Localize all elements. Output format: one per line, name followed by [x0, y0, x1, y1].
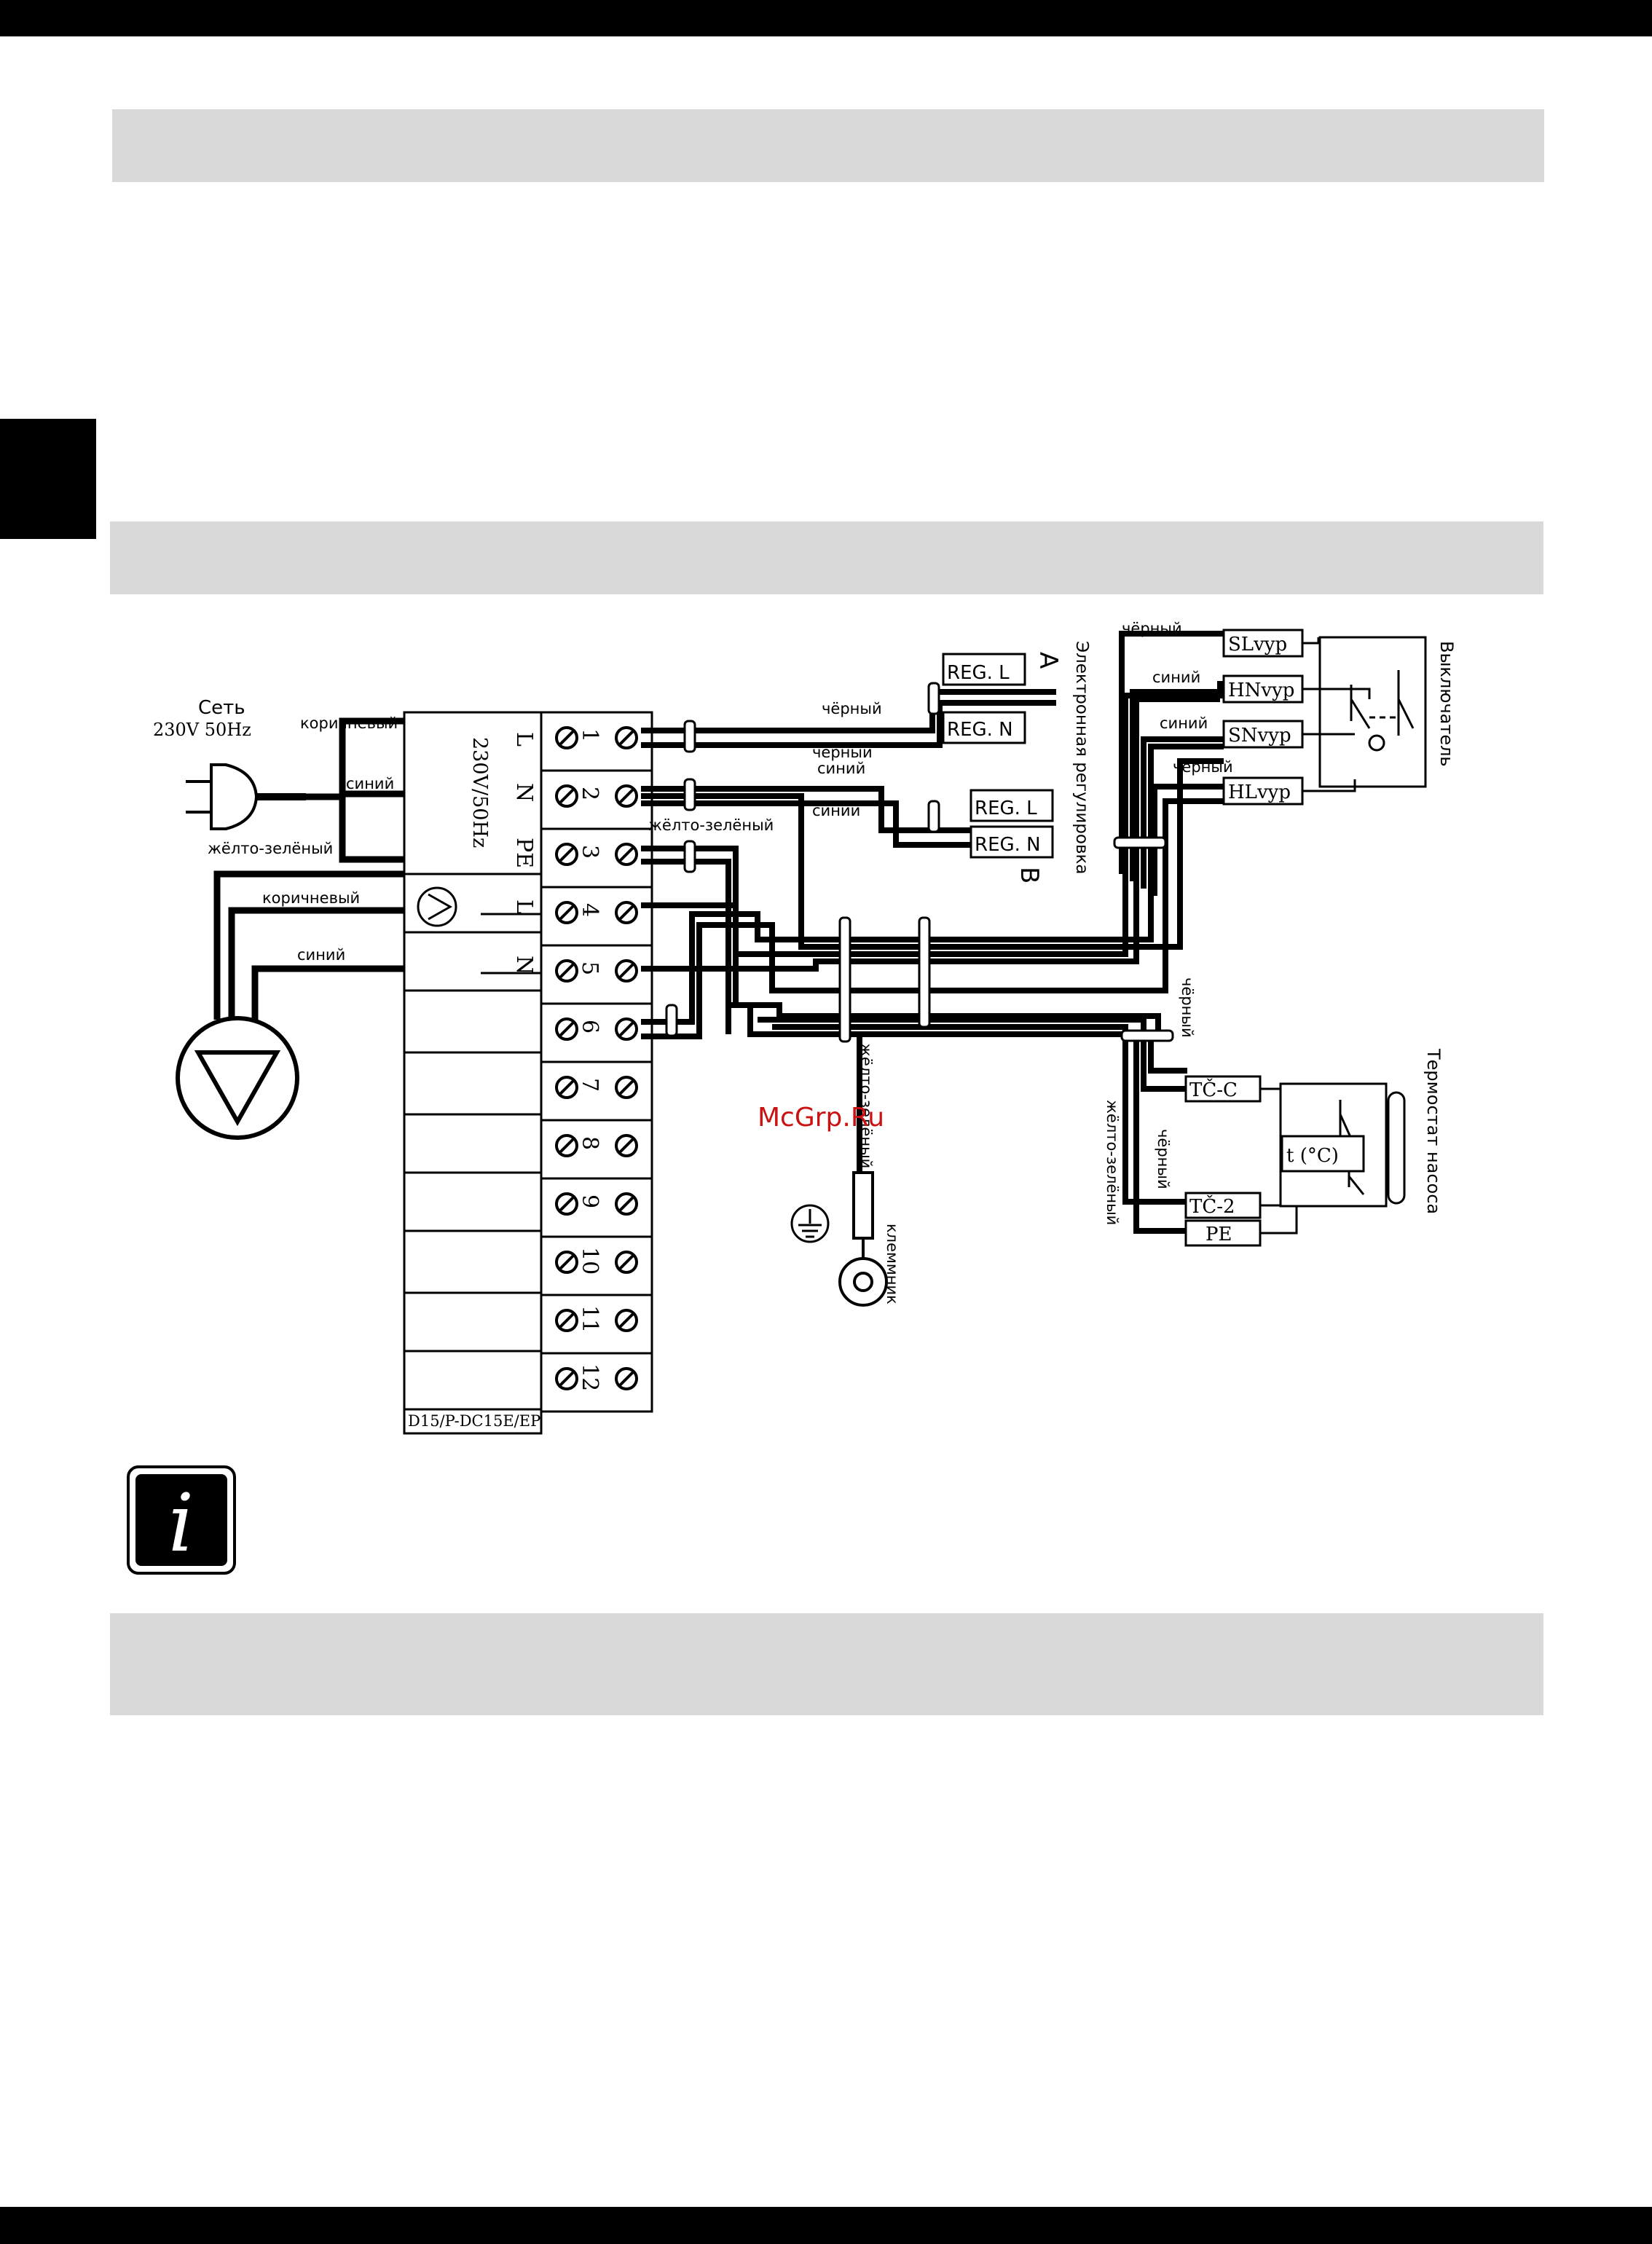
header-band-3: [110, 1613, 1543, 1715]
terminal-label-PE: PE: [511, 838, 537, 868]
terminal-8: 8: [577, 1136, 602, 1150]
terminal-1: 1: [577, 728, 602, 742]
ground-symbol-icon: [790, 1204, 830, 1243]
bottom-black-bar: [0, 2207, 1652, 2244]
header-band-2: [110, 521, 1543, 594]
hn-vyp: HNvyp: [1228, 680, 1294, 701]
thermostat-block: [1184, 1075, 1406, 1247]
side-tab: [0, 419, 96, 539]
mains-title: Сеть: [198, 697, 245, 719]
terminal-9: 9: [577, 1194, 602, 1208]
pump-thermostat-label: Термостат насоса: [1423, 1048, 1444, 1214]
thermostat-symbol: t (°C): [1286, 1145, 1339, 1167]
label-black-b: чёрный: [812, 744, 873, 761]
reg-l-b: REG. L: [975, 798, 1037, 819]
terminal-3: 3: [577, 845, 602, 859]
label-blue-2: синий: [297, 946, 345, 964]
label-black-a: чёрный: [822, 700, 882, 717]
label-blue-b2: синий: [812, 802, 860, 819]
label-black-sw1: чёрный: [1122, 620, 1182, 637]
reg-n-b: REG. N: [975, 834, 1041, 856]
terminal-block-label: клеммник: [884, 1224, 901, 1304]
label-black-sw2: чёрный: [1173, 758, 1233, 776]
terminal-numbers: 1 2 3 4 5 6 7 8 9 10 11 12: [577, 728, 602, 1391]
terminal-6: 6: [577, 1020, 602, 1034]
label-yellow-green-1: жёлто-зелёный: [208, 840, 333, 857]
terminal-12: 12: [577, 1363, 602, 1391]
hl-vyp: HLvyp: [1228, 782, 1291, 803]
terminal-5: 5: [577, 961, 602, 975]
label-yellow-green-pe: жёлто-зелёный: [648, 816, 774, 834]
section-b-label: B: [1015, 867, 1044, 883]
label-brown-2: коричневый: [262, 889, 360, 907]
section-a-label: A: [1034, 652, 1063, 669]
tc-c: TČ-C: [1189, 1078, 1238, 1101]
mains-plug: [186, 763, 306, 830]
tc-2: TČ-2: [1189, 1194, 1235, 1218]
label-black-t2: чёрный: [1155, 1129, 1172, 1189]
controller-model: D15/P-DC15E/EP: [408, 1412, 540, 1430]
reg-n-a: REG. N: [947, 719, 1013, 741]
mains-cables: [306, 717, 404, 863]
terminal-label-N2: N: [511, 956, 537, 975]
label-yellow-green-t: жёлто-зелёный: [1104, 1100, 1121, 1225]
mains-voltage: 230V 50Hz: [153, 720, 251, 740]
info-icon: i: [127, 1465, 236, 1575]
label-blue-sw1: синий: [1152, 669, 1200, 686]
electronic-regulation-label: Электронная регулировка: [1072, 641, 1091, 875]
terminal-label-L1: L: [511, 732, 537, 747]
sl-vyp: SLvyp: [1228, 634, 1287, 656]
terminal-2: 2: [577, 787, 602, 800]
cable-ties: [665, 682, 1174, 1043]
top-black-bar: [0, 0, 1652, 36]
watermark: McGrp.Ru: [758, 1103, 885, 1133]
terminal-screws: [555, 726, 638, 1390]
header-band-1: [112, 109, 1544, 182]
reg-boxes: [942, 653, 1056, 859]
terminal-label-N1: N: [511, 783, 537, 802]
label-black-t1: чёрный: [1179, 977, 1196, 1038]
pump-symbol: [176, 1016, 299, 1140]
label-blue-b1: синий: [817, 760, 865, 777]
controller-voltage: 230V/50Hz: [468, 737, 491, 848]
reg-l-a: REG. L: [947, 662, 1010, 684]
terminal-7: 7: [577, 1078, 602, 1092]
label-yellow-green-ground: жёлто-зелёный: [857, 1043, 875, 1168]
label-brown-1: коричневый: [300, 714, 398, 732]
terminal-10: 10: [577, 1247, 602, 1275]
ground-lug: [838, 1171, 888, 1307]
terminal-11: 11: [577, 1305, 602, 1333]
pe-thermostat: PE: [1205, 1224, 1232, 1245]
label-blue-sw2: синий: [1160, 714, 1208, 732]
pump-cables: [213, 870, 404, 1020]
terminal-4: 4: [577, 903, 602, 917]
label-blue-1: синий: [346, 775, 394, 792]
sn-vyp: SNvyp: [1228, 725, 1291, 747]
switch-label: Выключатель: [1436, 641, 1457, 767]
terminal-strip: [540, 711, 653, 1413]
info-letter: i: [168, 1476, 194, 1570]
terminal-label-L2: L: [511, 899, 537, 914]
switch-block: [1222, 629, 1427, 806]
wires: [641, 631, 1224, 1238]
